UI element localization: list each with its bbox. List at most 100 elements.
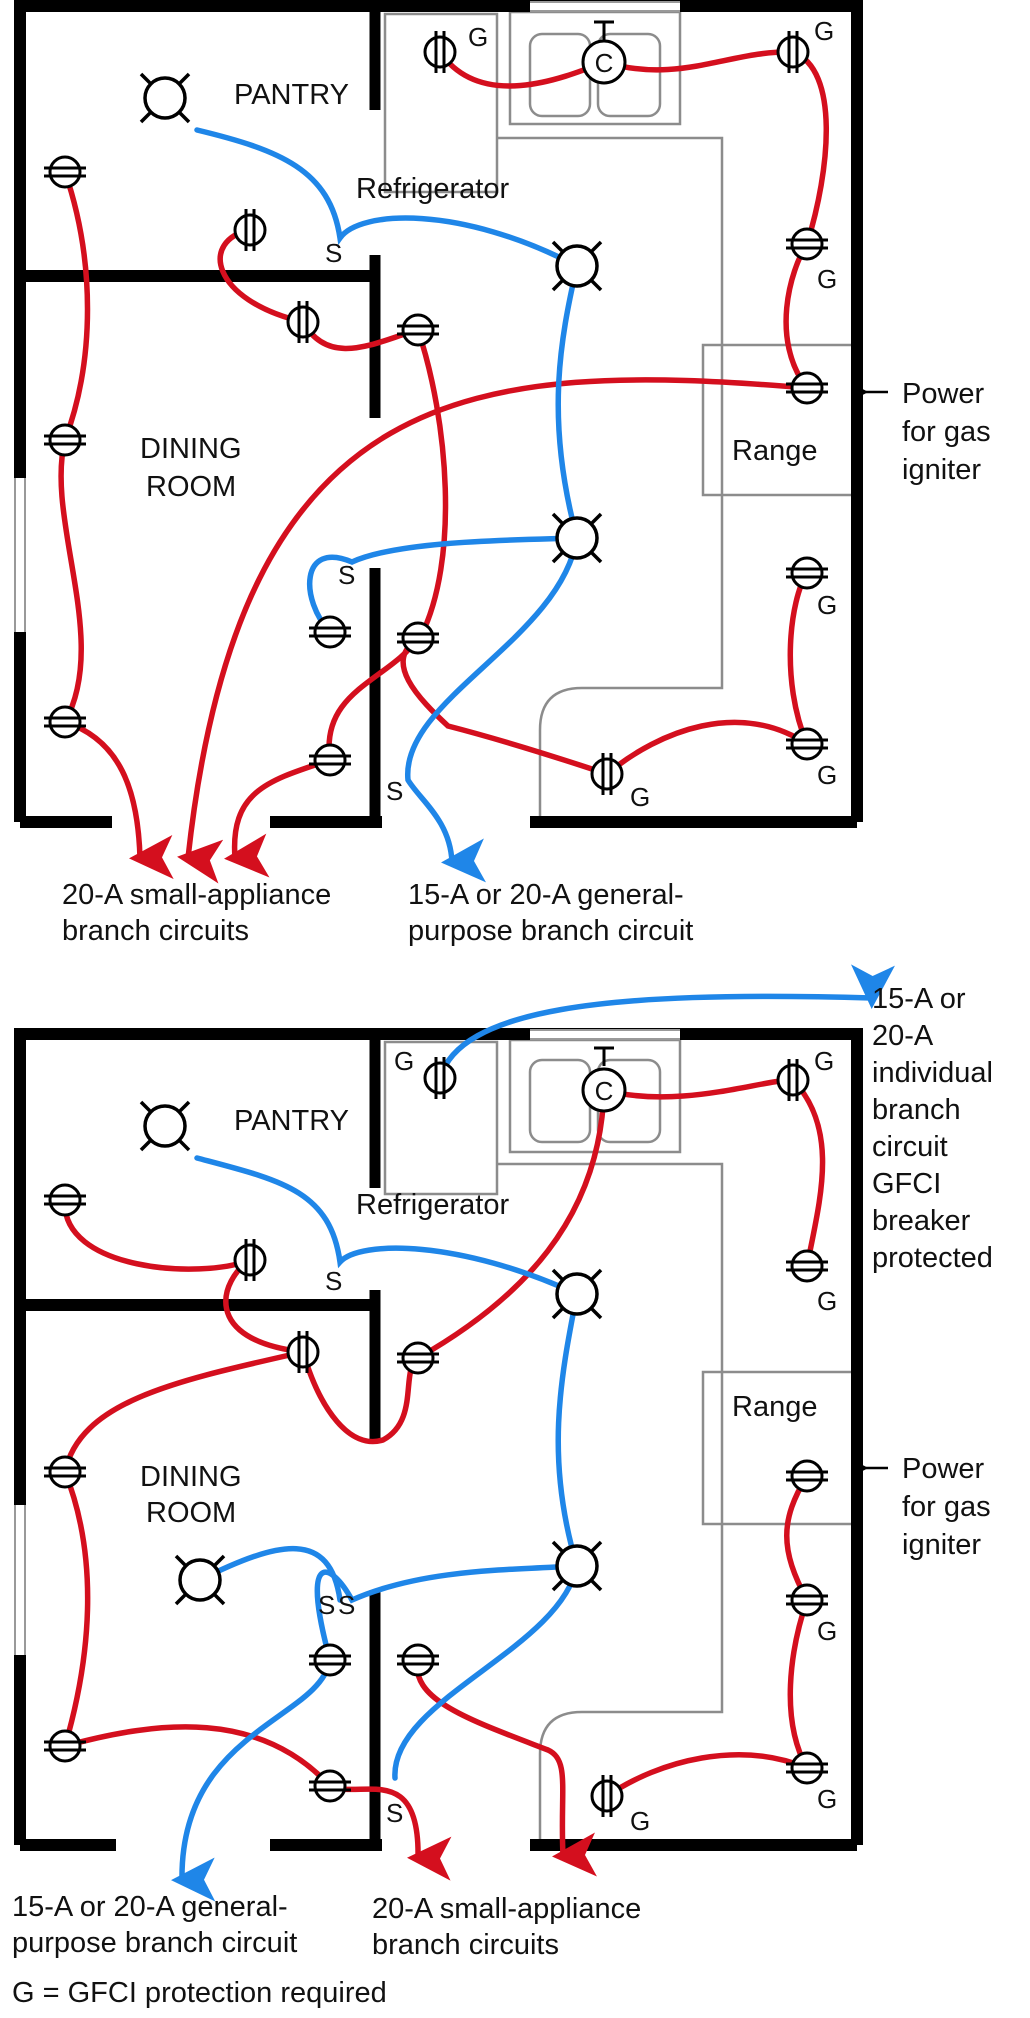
- top-walls: [14, 0, 863, 828]
- duplex-receptacle-icon: [233, 207, 267, 253]
- ceiling-light-icon: [551, 240, 603, 292]
- duplex-receptacle-icon: [307, 743, 353, 777]
- refrigerator-outline: [383, 1040, 499, 1196]
- gfci-marker: G: [817, 590, 837, 620]
- svg-text:protected: protected: [872, 1242, 993, 1274]
- duplex-receptacle-icon: [307, 1643, 353, 1677]
- duplex-receptacle-icon: [42, 1729, 88, 1763]
- switch-marker: S: [386, 776, 403, 806]
- gfci-marker: G: [468, 22, 488, 52]
- gfci-marker: G: [814, 1046, 834, 1076]
- switch-marker: S: [325, 238, 342, 268]
- clock-label: C: [595, 1076, 614, 1106]
- general-purpose-caption: 15-A or 20-A general-: [12, 1891, 288, 1923]
- ceiling-light-icon: [174, 1554, 226, 1606]
- duplex-receptacle-icon: [307, 1769, 353, 1803]
- clock-outlet-icon: C: [581, 1046, 627, 1113]
- bottom-devices: C: [42, 1046, 830, 1819]
- bottom-floor-plan: C G G G G G G S S S S PANTRY Refrigerato…: [12, 964, 993, 2009]
- svg-text:breaker: breaker: [872, 1205, 971, 1237]
- dining-room-label: ROOM: [146, 1497, 236, 1529]
- dining-room-label: ROOM: [146, 471, 236, 503]
- dining-room-label: DINING: [140, 433, 242, 465]
- duplex-receptacle-icon: [784, 1459, 830, 1493]
- pantry-label: PANTRY: [234, 1105, 349, 1137]
- top-fixtures: [383, 10, 855, 822]
- duplex-receptacle-icon: [42, 1455, 88, 1489]
- duplex-receptacle-icon: [307, 615, 353, 649]
- switch-marker: S: [318, 1590, 335, 1620]
- small-appliance-caption: branch circuits: [62, 915, 249, 947]
- duplex-receptacle-icon: [395, 621, 441, 655]
- svg-text:branch: branch: [872, 1094, 961, 1126]
- switch-marker: S: [338, 560, 355, 590]
- clock-outlet-icon: C: [581, 20, 627, 85]
- gfci-marker: G: [630, 782, 650, 812]
- svg-text:individual: individual: [872, 1057, 993, 1089]
- pantry-label: PANTRY: [234, 79, 349, 111]
- gfci-marker: G: [817, 1616, 837, 1646]
- gfci-marker: G: [817, 264, 837, 294]
- duplex-receptacle-icon: [233, 1237, 267, 1283]
- gfci-marker: G: [817, 1784, 837, 1814]
- duplex-receptacle-icon: [590, 751, 624, 797]
- ceiling-light-icon: [551, 1540, 603, 1592]
- general-purpose-caption: purpose branch circuit: [408, 915, 693, 947]
- svg-text:Power: Power: [902, 378, 985, 410]
- duplex-receptacle-icon: [42, 705, 88, 739]
- top-markers: G G G G G G S S S: [325, 16, 837, 812]
- gfci-legend: G = GFCI protection required: [12, 1977, 387, 2009]
- general-purpose-caption: 15-A or 20-A general-: [408, 879, 684, 911]
- svg-text:igniter: igniter: [902, 454, 981, 486]
- refrigerator-label: Refrigerator: [356, 173, 509, 205]
- bottom-general-purpose-wiring: [171, 964, 895, 1902]
- duplex-receptacle-icon: [286, 1329, 320, 1375]
- svg-text:20-A: 20-A: [872, 1020, 934, 1052]
- top-general-purpose-wiring: [194, 127, 581, 883]
- duplex-receptacle-icon: [784, 1249, 830, 1283]
- svg-text:GFCI: GFCI: [872, 1168, 941, 1200]
- duplex-receptacle-icon: [784, 371, 830, 405]
- ceiling-light-icon: [551, 512, 603, 564]
- duplex-receptacle-icon: [395, 1643, 441, 1677]
- duplex-receptacle-icon: [784, 1751, 830, 1785]
- small-appliance-caption: branch circuits: [372, 1929, 559, 1961]
- gfci-marker: G: [817, 760, 837, 790]
- duplex-receptacle-icon: [42, 423, 88, 457]
- gfci-marker: G: [817, 1286, 837, 1316]
- top-room-labels: PANTRY Refrigerator DINING ROOM Range: [140, 79, 817, 503]
- svg-text:igniter: igniter: [902, 1529, 981, 1561]
- switch-marker: S: [325, 1266, 342, 1296]
- duplex-receptacle-icon: [776, 29, 810, 75]
- top-power-note: Power for gas igniter: [851, 378, 991, 486]
- ceiling-light-icon: [139, 1100, 191, 1152]
- svg-text:circuit: circuit: [872, 1131, 948, 1163]
- duplex-receptacle-icon: [42, 1183, 88, 1217]
- refrigerator-outline: [383, 12, 499, 194]
- switch-marker: S: [386, 1798, 403, 1828]
- bottom-captions: 15-A or 20-A general- purpose branch cir…: [12, 1891, 641, 2009]
- duplex-receptacle-icon: [395, 313, 441, 347]
- range-outline: [701, 343, 855, 497]
- bottom-markers: G G G G G G S S S S: [318, 1046, 837, 1836]
- duplex-receptacle-icon: [784, 556, 830, 590]
- gfci-marker: G: [394, 1046, 414, 1076]
- individual-circuit-note: 15-A or 20-A individual branch circuit G…: [872, 983, 993, 1274]
- svg-text:15-A or: 15-A or: [872, 983, 966, 1015]
- duplex-receptacle-icon: [42, 155, 88, 189]
- gfci-marker: G: [630, 1806, 650, 1836]
- svg-text:for gas: for gas: [902, 416, 991, 448]
- ceiling-light-icon: [139, 72, 191, 124]
- range-label: Range: [732, 1391, 817, 1423]
- switch-marker: S: [338, 1590, 355, 1620]
- svg-text:for gas: for gas: [902, 1491, 991, 1523]
- duplex-receptacle-icon: [784, 227, 830, 261]
- duplex-receptacle-icon: [590, 1773, 624, 1819]
- bottom-power-note: Power for gas igniter: [851, 1453, 991, 1561]
- gfci-marker: G: [814, 16, 834, 46]
- bottom-room-labels: PANTRY Refrigerator DINING ROOM Range: [140, 1105, 817, 1529]
- top-floor-plan: C G G G G G G S S S PANTRY Refrigerator …: [14, 0, 991, 947]
- bottom-walls: [14, 1028, 863, 1851]
- duplex-receptacle-icon: [423, 1055, 457, 1101]
